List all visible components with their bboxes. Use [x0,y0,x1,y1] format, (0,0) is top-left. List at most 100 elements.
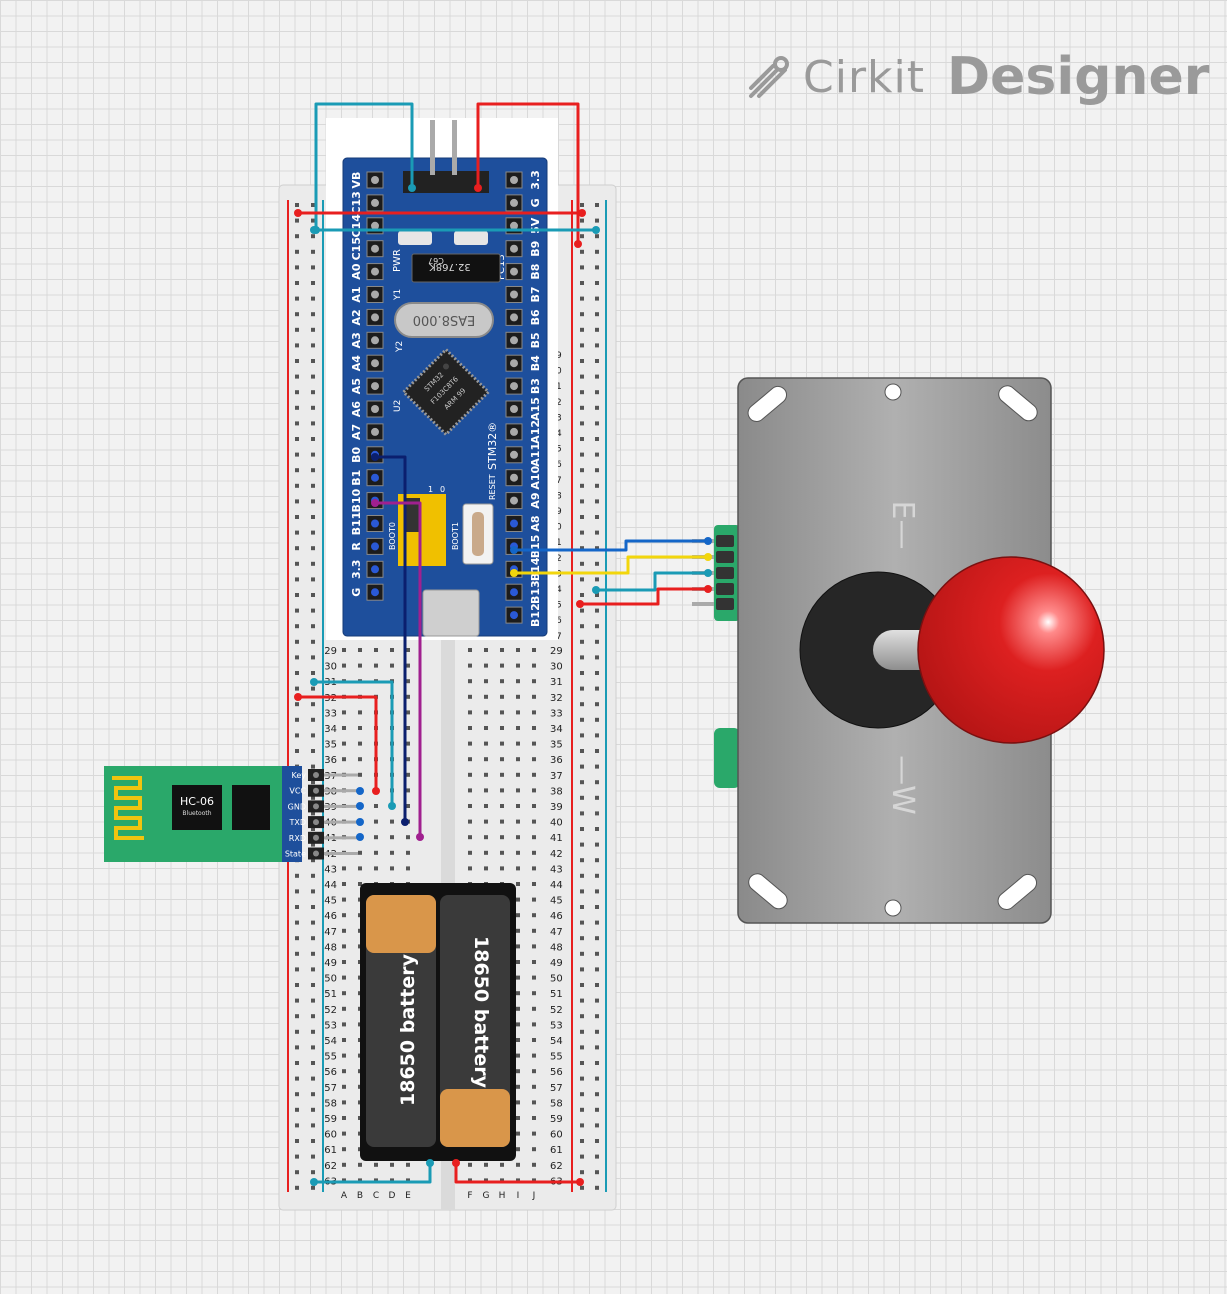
joystick-pin-socket [716,551,734,563]
rail-hole [580,1045,584,1050]
breadboard-hole [342,944,346,949]
rail-hole [580,655,584,660]
rail-hole [580,421,584,426]
breadboard-hole [500,788,504,793]
breadboard-hole [342,1053,346,1058]
breadboard-hole [516,913,520,918]
row-label-right: 54 [550,1036,563,1047]
breadboard-hole [532,710,536,715]
rail-hole [580,249,584,254]
rail-hole [580,1076,584,1081]
row-label-left: 49 [324,958,337,969]
hc06-module [104,766,302,862]
stm32-pin-label: C13 [350,191,363,214]
breadboard-hole [374,804,378,808]
breadboard-hole [516,960,520,964]
rail-hole [595,234,599,239]
row-label-upper: 5 [556,601,562,611]
rail-hole [311,811,315,816]
breadboard-hole [406,850,410,855]
swd-header [403,120,489,193]
column-label: G [483,1191,490,1201]
rail-hole [311,249,315,254]
rail-hole [295,546,299,551]
hc06-chip-2 [232,785,270,830]
column-label: I [517,1191,520,1201]
rail-hole [295,702,299,707]
rail-hole [311,296,315,301]
rail-hole [580,530,584,535]
breadboard-hole [374,835,378,840]
row-label-right: 36 [550,755,563,766]
row-label-right: 40 [550,818,563,829]
breadboard-hole [532,944,536,949]
rail-hole [311,1014,315,1019]
rail-hole [580,593,584,597]
breadboard-hole [532,694,536,699]
breadboard-hole [484,1162,488,1167]
rail-hole [295,967,299,972]
reset-button-cap[interactable] [472,512,484,556]
rail-hole [595,390,599,395]
stm32-pin-hole [371,588,379,597]
column-label: H [499,1191,506,1201]
row-label-right: 47 [550,927,563,938]
stm32-pin-hole [371,336,379,345]
wire-swd-3v3 [314,102,414,230]
breadboard-hole [516,991,520,996]
breadboard-hole [516,1006,520,1011]
row-label-left: 61 [324,1145,337,1156]
hc06-pin-hole [313,834,319,841]
mcu-chip [401,347,491,437]
breadboard-hole [532,1131,536,1136]
stm32-pin-label: A7 [350,424,363,440]
boot1-label: BOOT1 [451,522,460,550]
micro-usb-port[interactable] [422,589,480,637]
rail-hole [311,1092,315,1097]
breadboard-hole [532,835,536,840]
stm32-pin-label: B12 [529,603,542,627]
rail-hole [295,1076,299,1081]
hc06-pin-leg [324,773,358,777]
rail-hole [295,624,299,629]
breadboard-hole [358,648,362,652]
rail-hole [580,203,584,207]
joystick-knob[interactable] [917,556,1105,744]
row-label-upper: 0 [556,523,562,533]
row-label-upper: 2 [556,398,562,408]
mount-slot-tl [747,385,788,422]
rail-hole [595,889,599,894]
row-label-left: 46 [324,911,337,922]
stm32-pin-hole [510,244,518,253]
hc06-pin-label: Key [291,771,306,780]
breadboard-hole [390,819,394,824]
pwr-led [398,231,432,245]
breadboard-hole [516,928,520,933]
rail-hole [295,920,299,925]
stm32-pin-hole [510,290,518,299]
row-label-left: 33 [324,708,337,719]
row-label-right: 45 [550,896,563,907]
breadboard-hole [374,648,378,652]
breadboard-hole [532,866,536,871]
rail-hole [311,327,315,332]
rail-hole [295,671,299,675]
rail-hole [580,1123,584,1128]
rail-hole [580,1185,584,1190]
rail-hole [311,203,315,207]
column-label: F [467,1191,472,1201]
rail-hole [580,608,584,613]
rail-hole [311,873,315,878]
rail-hole [595,577,599,582]
rail-hole [311,234,315,239]
breadboard-hole [516,1162,520,1167]
rail-hole [595,967,599,972]
rail-hole [595,1123,599,1128]
rail-hole [580,499,584,504]
rail-hole [295,343,299,348]
rail-hole [295,749,299,753]
rail-hole [595,1014,599,1019]
breadboard-hole [342,991,346,996]
breadboard-hole [390,850,394,855]
breadboard-hole [406,804,410,808]
